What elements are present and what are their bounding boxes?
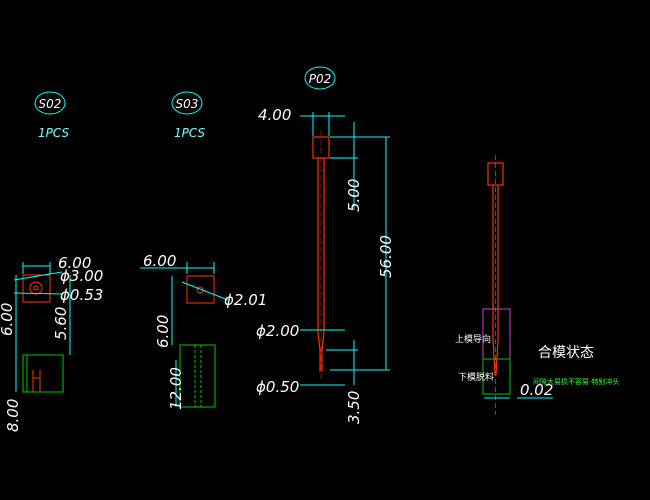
s03-bubble-label: S03: [176, 97, 199, 111]
clearance-value: 0.02: [520, 381, 553, 399]
s02-leader: [13, 292, 63, 295]
s03-thickness-dim: 12.00: [167, 367, 185, 410]
p02-tip-length-dim: 3.50: [345, 391, 363, 424]
upper-guide-label: 上模导向: [455, 333, 491, 345]
s02-qty: 1PCS: [38, 126, 69, 140]
s02-bubble-label: S02: [39, 97, 62, 111]
p02-head-width-dim: 4.00: [258, 106, 291, 124]
s02-top-view: [22, 274, 51, 303]
s03-width-dim: 6.00: [143, 252, 176, 270]
s02-depth-dim: 5.60: [52, 307, 70, 340]
p02-tip-dim: ϕ0.50: [256, 378, 299, 396]
assembly-note: 间隙大易损不容易-特别冲头: [533, 377, 620, 386]
s02-hole-circle: [33, 285, 39, 291]
upper-guide-block: [482, 308, 511, 360]
s03-leader: [181, 281, 229, 301]
s02-bore-circle: [29, 281, 43, 295]
assembly-view: 上模导向 下模脱料 合模状态 间隙大易损不容易-特别冲头 0.02: [455, 155, 620, 415]
s03-hole-dim: ϕ2.01: [224, 291, 267, 309]
s02-bubble: [34, 91, 66, 115]
part-p02: P02 4.00 5.00 56.00 ϕ2.00 ϕ0.50 3.50: [256, 66, 395, 424]
lower-stripper-label: 下模脱料: [458, 371, 494, 383]
s03-top-view: [186, 275, 215, 304]
part-s03: S03 1PCS 6.00 ϕ2.01 6.00 12.00: [140, 91, 267, 410]
s02-height-dim: 6.00: [0, 303, 16, 336]
p02-shank-dim: ϕ2.00: [256, 322, 299, 340]
p02-taper: [317, 331, 321, 351]
assembly-punch-tip: [495, 339, 499, 376]
p02-taper: [321, 331, 325, 351]
s03-side-view: [179, 344, 216, 408]
s02-width-dim: 6.00: [58, 254, 91, 272]
s02-bore-dim: ϕ3.00: [60, 267, 103, 285]
s02-side-view: [22, 354, 64, 393]
assembly-punch-tip: [492, 339, 496, 376]
s02-leader: [13, 271, 63, 281]
p02-length-dim: 56.00: [377, 235, 395, 278]
s03-bubble: [171, 91, 203, 115]
s03-qty: 1PCS: [174, 126, 205, 140]
s02-thickness-dim: 8.00: [4, 399, 22, 432]
s02-hole-dim: ϕ0.53: [60, 286, 103, 304]
p02-bubble-label: P02: [309, 72, 332, 86]
p02-head-height-dim: 5.00: [345, 179, 363, 212]
s03-height-dim: 6.00: [154, 315, 172, 348]
p02-bubble: [304, 66, 336, 90]
assembly-title: 合模状态: [538, 345, 594, 361]
part-s02: S02 1PCS 6.00 ϕ3.00 ϕ0.53 6.00 5.60 8.00: [0, 91, 103, 432]
